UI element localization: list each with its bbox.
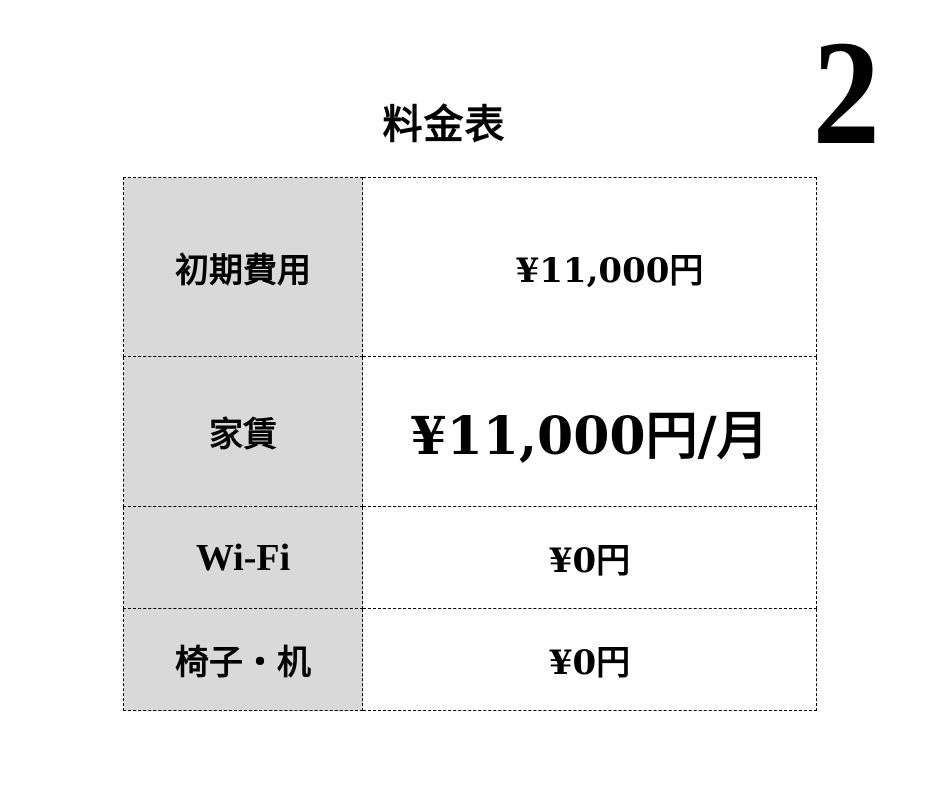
price-table: 初期費用 ¥11,000円 家賃 ¥11,000円/月 Wi-Fi ¥0円 椅子… <box>123 177 817 711</box>
page-title: 料金表 <box>382 101 506 148</box>
value-rent: ¥11,000円/月 <box>362 356 817 507</box>
table-row-rent: 家賃 ¥11,000円/月 <box>123 356 817 507</box>
label-wifi: Wi-Fi <box>123 506 363 609</box>
label-initial-fee: 初期費用 <box>123 177 363 357</box>
page-number: 2 <box>812 10 881 176</box>
value-chair-desk: ¥0円 <box>362 608 817 711</box>
value-initial-fee: ¥11,000円 <box>362 177 817 357</box>
value-wifi: ¥0円 <box>362 506 817 609</box>
label-chair-desk: 椅子・机 <box>123 608 363 711</box>
table-row-initial-fee: 初期費用 ¥11,000円 <box>123 177 817 357</box>
table-row-wifi: Wi-Fi ¥0円 <box>123 506 817 609</box>
label-rent: 家賃 <box>123 356 363 507</box>
table-row-chair-desk: 椅子・机 ¥0円 <box>123 608 817 711</box>
